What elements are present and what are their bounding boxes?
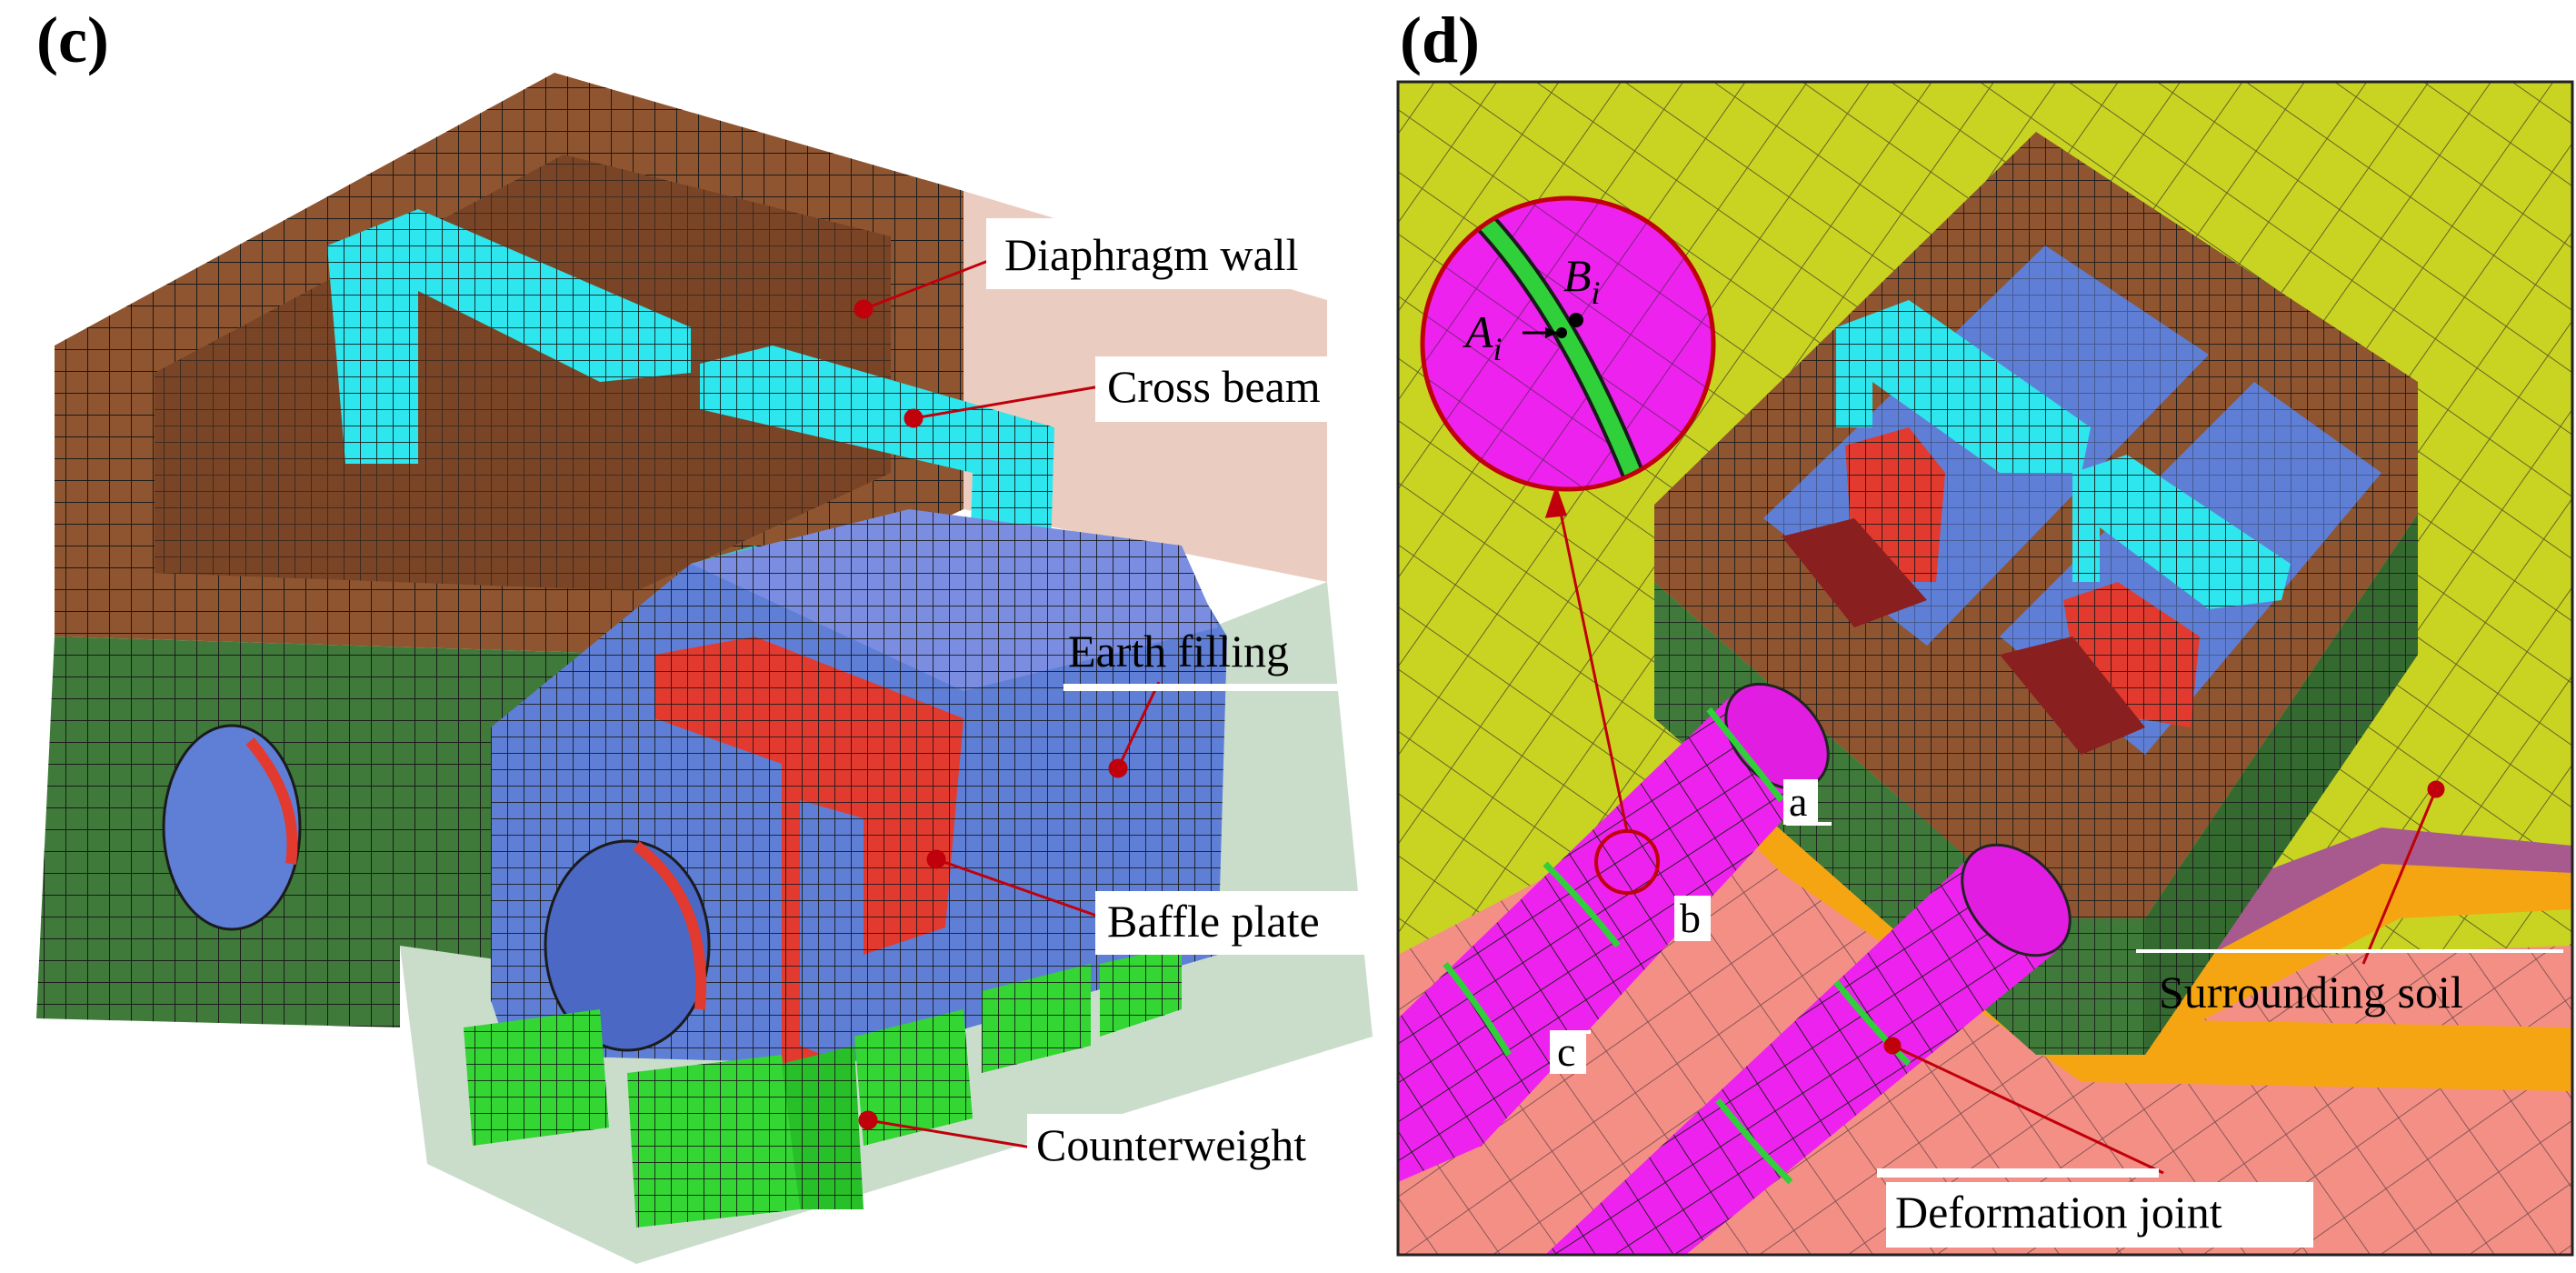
cross-beam-right-mesh bbox=[700, 346, 1054, 755]
chamber-right-beam-mesh bbox=[2072, 455, 2291, 609]
label-c: c bbox=[1557, 1028, 1575, 1075]
wall-pipe-hole bbox=[162, 724, 302, 931]
panel-d-frame bbox=[1396, 80, 2574, 1257]
cross-beam-left-mesh bbox=[327, 209, 691, 464]
label-underline-earth-filling bbox=[1063, 684, 1363, 691]
chamber-left-beam-mesh bbox=[1836, 300, 2091, 473]
label-deformation-joint: Deformation joint bbox=[1895, 1187, 2222, 1238]
label-bg-a bbox=[1783, 779, 1818, 825]
wall-pipe-hole-edge bbox=[245, 737, 298, 865]
panel-d-leaders bbox=[1544, 485, 2445, 1175]
label-bg-counterweight bbox=[1027, 1114, 1382, 1178]
label-bg-c bbox=[1550, 1030, 1586, 1074]
label-b: b bbox=[1680, 895, 1701, 941]
counterweight bbox=[464, 946, 1182, 1228]
label-bg-cross-beam bbox=[1095, 356, 1377, 422]
panel-c-leaders bbox=[854, 253, 1161, 1149]
inset-label-a: Ai bbox=[1463, 306, 1503, 367]
pipe-upper bbox=[1398, 682, 1830, 1182]
label-diaphragm-wall: Diaphragm wall bbox=[1004, 229, 1299, 280]
label-underline-deformation-joint bbox=[1877, 1168, 2159, 1178]
panel-c-tag: (c) bbox=[36, 4, 109, 76]
shaft-lower-right-mesh bbox=[2145, 514, 2418, 1055]
point-b-marker bbox=[1569, 313, 1583, 327]
label-bg-b bbox=[1674, 896, 1711, 941]
chamber-left-floor bbox=[1782, 518, 1927, 627]
label-earth-filling: Earth filling bbox=[1068, 626, 1289, 677]
label-bg-diaphragm-wall bbox=[986, 218, 1368, 289]
chamber-right-floor bbox=[2000, 636, 2145, 755]
soil-orange-2 bbox=[2091, 864, 2572, 1064]
label-bg-baffle-plate bbox=[1095, 891, 1377, 955]
point-a-marker bbox=[1556, 327, 1567, 338]
label-counterweight: Counterweight bbox=[1036, 1119, 1306, 1170]
earth-filling-top-mesh bbox=[691, 509, 1218, 691]
filling-pipe-hole bbox=[544, 839, 711, 1052]
panel-d-tag: (d) bbox=[1400, 4, 1480, 76]
inset-magnifier: Bi Ai bbox=[1420, 195, 1716, 492]
label-a: a bbox=[1789, 778, 1807, 825]
filling-pipe-hole-edge bbox=[633, 841, 707, 1010]
label-surrounding-soil: Surrounding soil bbox=[2159, 967, 2463, 1017]
pipe-lower bbox=[1545, 843, 2072, 1255]
panel-c: (c) bbox=[36, 4, 1382, 1264]
baffle-plate-mesh bbox=[654, 636, 964, 1082]
label-cross-beam: Cross beam bbox=[1107, 361, 1321, 412]
inset-label-b: Bi bbox=[1563, 250, 1601, 311]
label-bg-deformation-joint bbox=[1886, 1182, 2313, 1248]
label-baffle-plate: Baffle plate bbox=[1107, 896, 1320, 947]
diaphragm-wall-inner-mesh bbox=[155, 155, 891, 591]
panel-d: (d) bbox=[1396, 4, 2574, 1257]
